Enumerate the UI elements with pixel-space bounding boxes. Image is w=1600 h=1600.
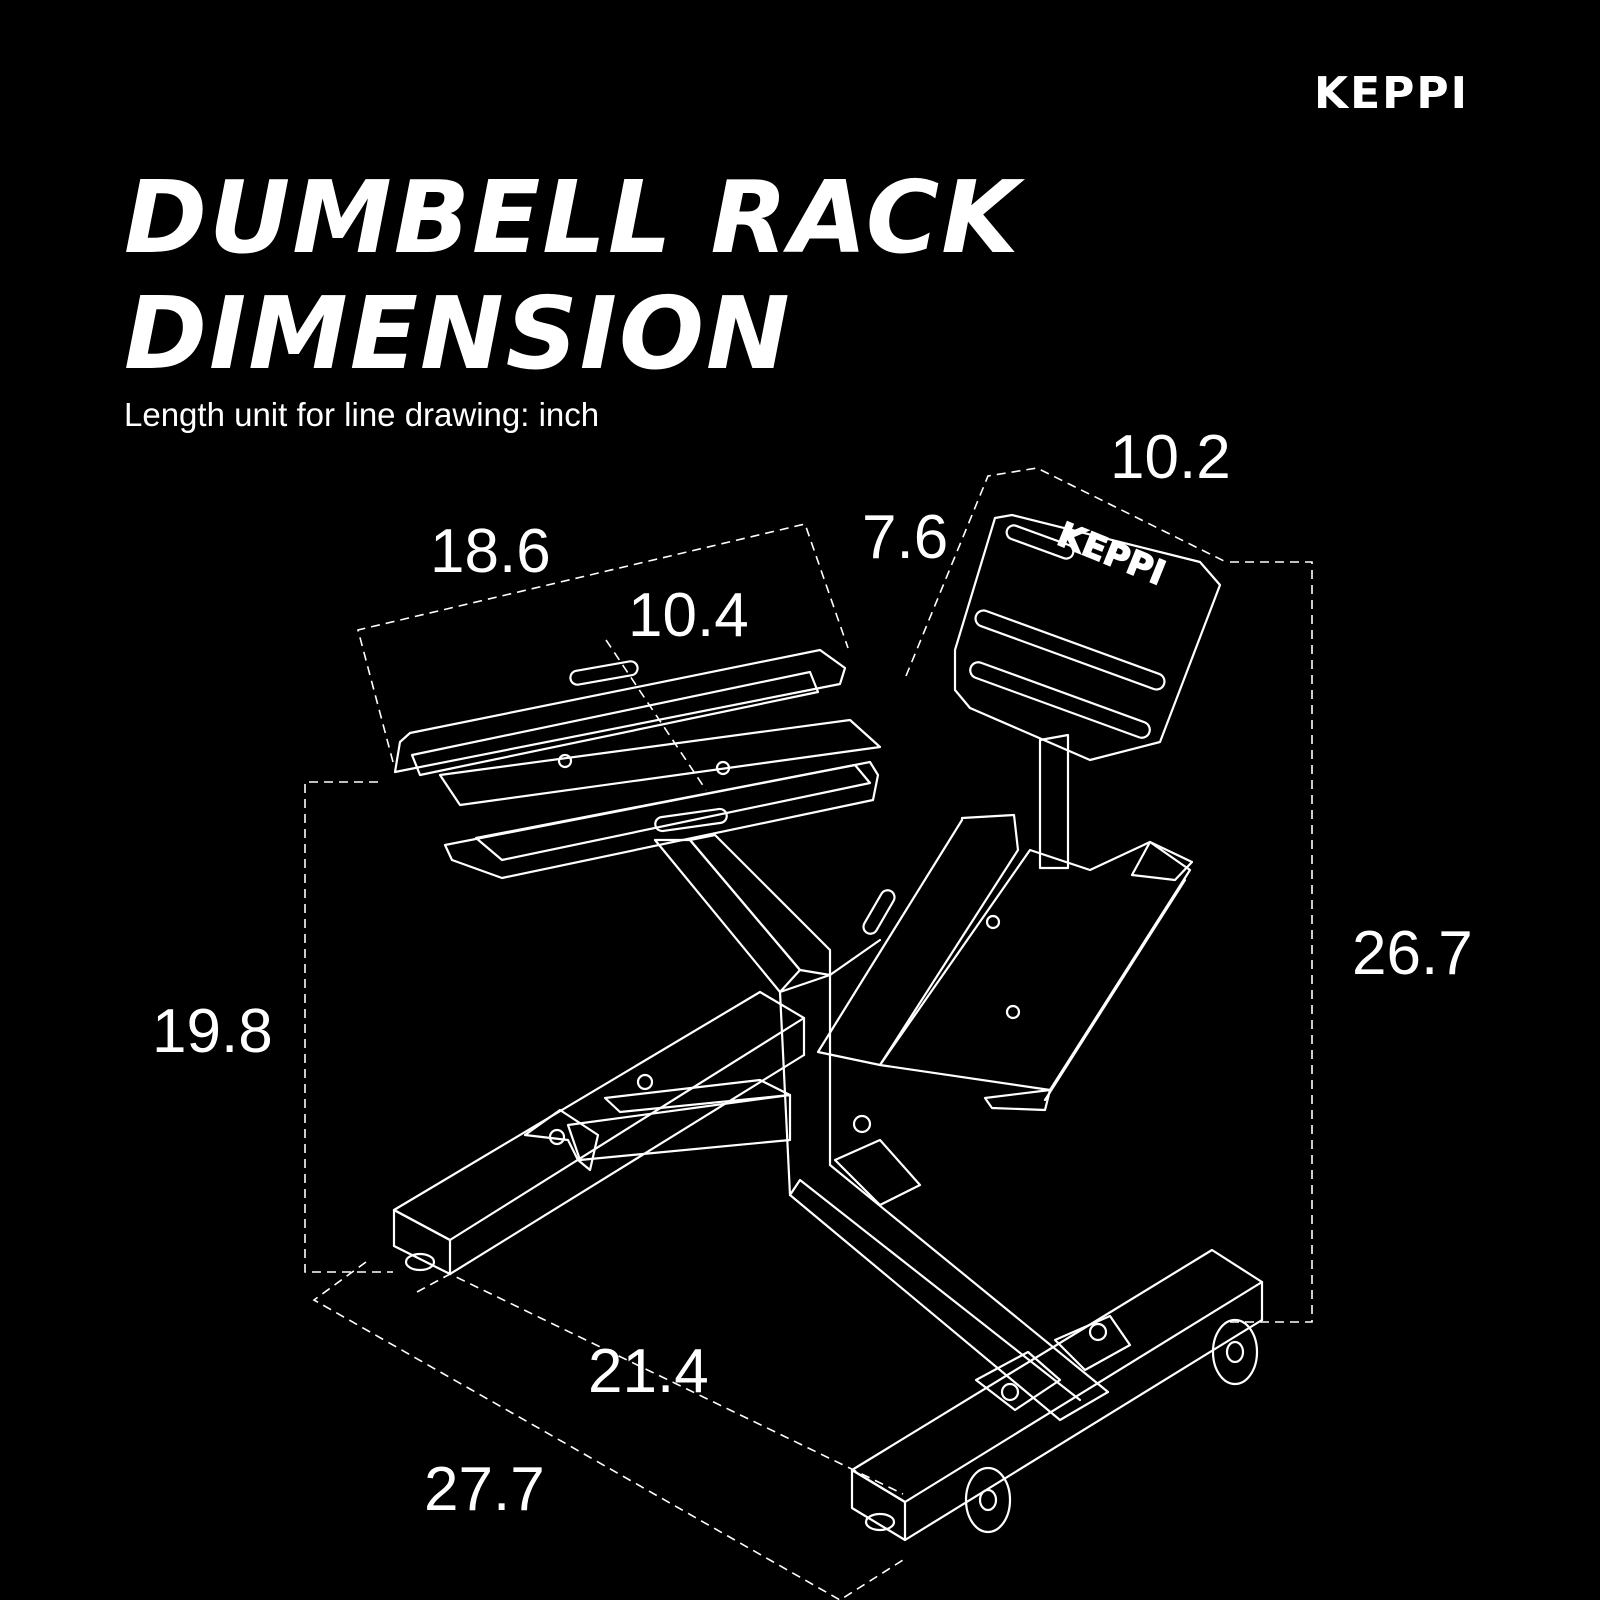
brand-logo: KEPPI	[1314, 68, 1470, 119]
dim-line-total-height	[1230, 561, 1313, 1323]
right-tray	[816, 733, 1194, 1112]
dim-line-tray-height	[304, 781, 393, 1273]
dim-top-width: 10.2	[1110, 423, 1231, 492]
dim-tray-height: 19.8	[152, 997, 273, 1066]
top-plate: KEPPI	[953, 513, 1222, 762]
title-line-1: DUMBELL RACK	[124, 159, 1021, 276]
left-tray	[393, 648, 882, 880]
dim-top-depth: 7.6	[862, 503, 949, 572]
dim-tray-length: 18.6	[430, 517, 551, 586]
dim-base-inner: 21.4	[588, 1337, 709, 1406]
dim-line-tray-length	[357, 523, 849, 763]
rack-base	[392, 833, 1264, 1542]
dim-total-height: 26.7	[1352, 919, 1473, 988]
title-line-2: DIMENSION	[124, 275, 792, 392]
dim-base-outer: 27.7	[424, 1455, 545, 1524]
unit-note: Length unit for line drawing: inch	[124, 396, 600, 433]
dim-tray-inner: 10.4	[628, 581, 749, 650]
dim-line-top-plate	[905, 467, 1227, 677]
dim-line-base-outer	[312, 1261, 904, 1600]
dim-line-tray-inner	[605, 639, 707, 791]
plate-logo-text: KEPPI	[1052, 515, 1171, 594]
dimension-lines	[304, 467, 1313, 1600]
page-title: DUMBELL RACK DIMENSION	[124, 160, 1021, 392]
